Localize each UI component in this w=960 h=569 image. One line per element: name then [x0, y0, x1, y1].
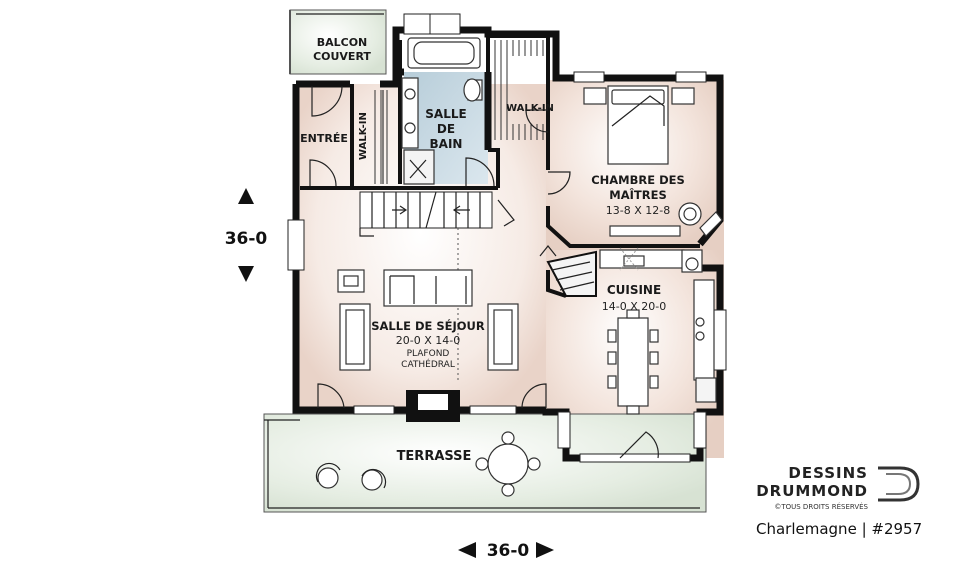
sejour-size: 20-0 X 14-0 [396, 334, 460, 347]
walkin-chambre-label: WALK-IN [506, 103, 554, 114]
chambre-label-2: MAÎTRES [609, 187, 666, 202]
cuisine-label: CUISINE [607, 283, 661, 297]
dimension-depth: 36-0 [225, 188, 268, 282]
brand-block: DESSINS DRUMMOND ©TOUS DROITS RÉSERVÉS C… [756, 464, 922, 538]
entree: ENTRÉE [300, 85, 348, 187]
dimension-width: 36-0 [458, 541, 554, 561]
terrasse-label: TERRASSE [397, 449, 472, 464]
chambre-size: 13-8 X 12-8 [606, 204, 670, 217]
walkin-entree-label: WALK-IN [358, 112, 369, 160]
arrow-down-icon [238, 266, 254, 282]
chambre-des-maitres: CHAMBRE DES MAÎTRES 13-8 X 12-8 [547, 85, 723, 237]
balcon-couvert: BALCON COUVERT [289, 10, 384, 74]
walkin-entree: WALK-IN [358, 90, 392, 184]
bain-label-3: BAIN [430, 137, 463, 151]
brand-line-2: DRUMMOND [756, 482, 868, 500]
entree-label: ENTRÉE [300, 132, 348, 145]
depth-dimension: 36-0 [225, 229, 268, 249]
brand-copyright: ©TOUS DROITS RÉSERVÉS [774, 502, 868, 511]
sejour-label: SALLE DE SÉJOUR [371, 318, 485, 333]
interior-walls [300, 34, 700, 298]
drummond-logo-icon [878, 466, 920, 502]
balcon-label-2: COUVERT [313, 50, 371, 63]
sejour-note-2: CATHÉDRAL [401, 358, 455, 370]
salle-de-sejour: SALLE DE SÉJOUR 20-0 X 14-0 PLAFOND CATH… [317, 269, 547, 422]
terrasse: TERRASSE [264, 419, 700, 509]
bain-label-1: SALLE [425, 107, 466, 121]
chambre-label-1: CHAMBRE DES [591, 173, 685, 187]
salle-de-bain: SALLE DE BAIN [401, 37, 495, 187]
brand-line-1: DESSINS [788, 464, 868, 482]
balcon-label-1: BALCON [317, 36, 368, 49]
stairs [359, 191, 515, 380]
bain-label-2: DE [437, 122, 455, 136]
sejour-note-1: PLAFOND [407, 349, 450, 359]
walkin-chambre: WALK-IN [492, 40, 554, 140]
cuisine-size: 14-0 X 20-0 [602, 300, 666, 313]
width-dimension: 36-0 [487, 541, 530, 561]
cuisine: CUISINE 14-0 X 20-0 [539, 245, 717, 459]
windows [287, 13, 727, 463]
model-name: Charlemagne | #2957 [756, 520, 922, 538]
arrow-up-icon [238, 188, 254, 204]
arrow-right-icon [536, 542, 554, 558]
arrow-left-icon [458, 542, 476, 558]
